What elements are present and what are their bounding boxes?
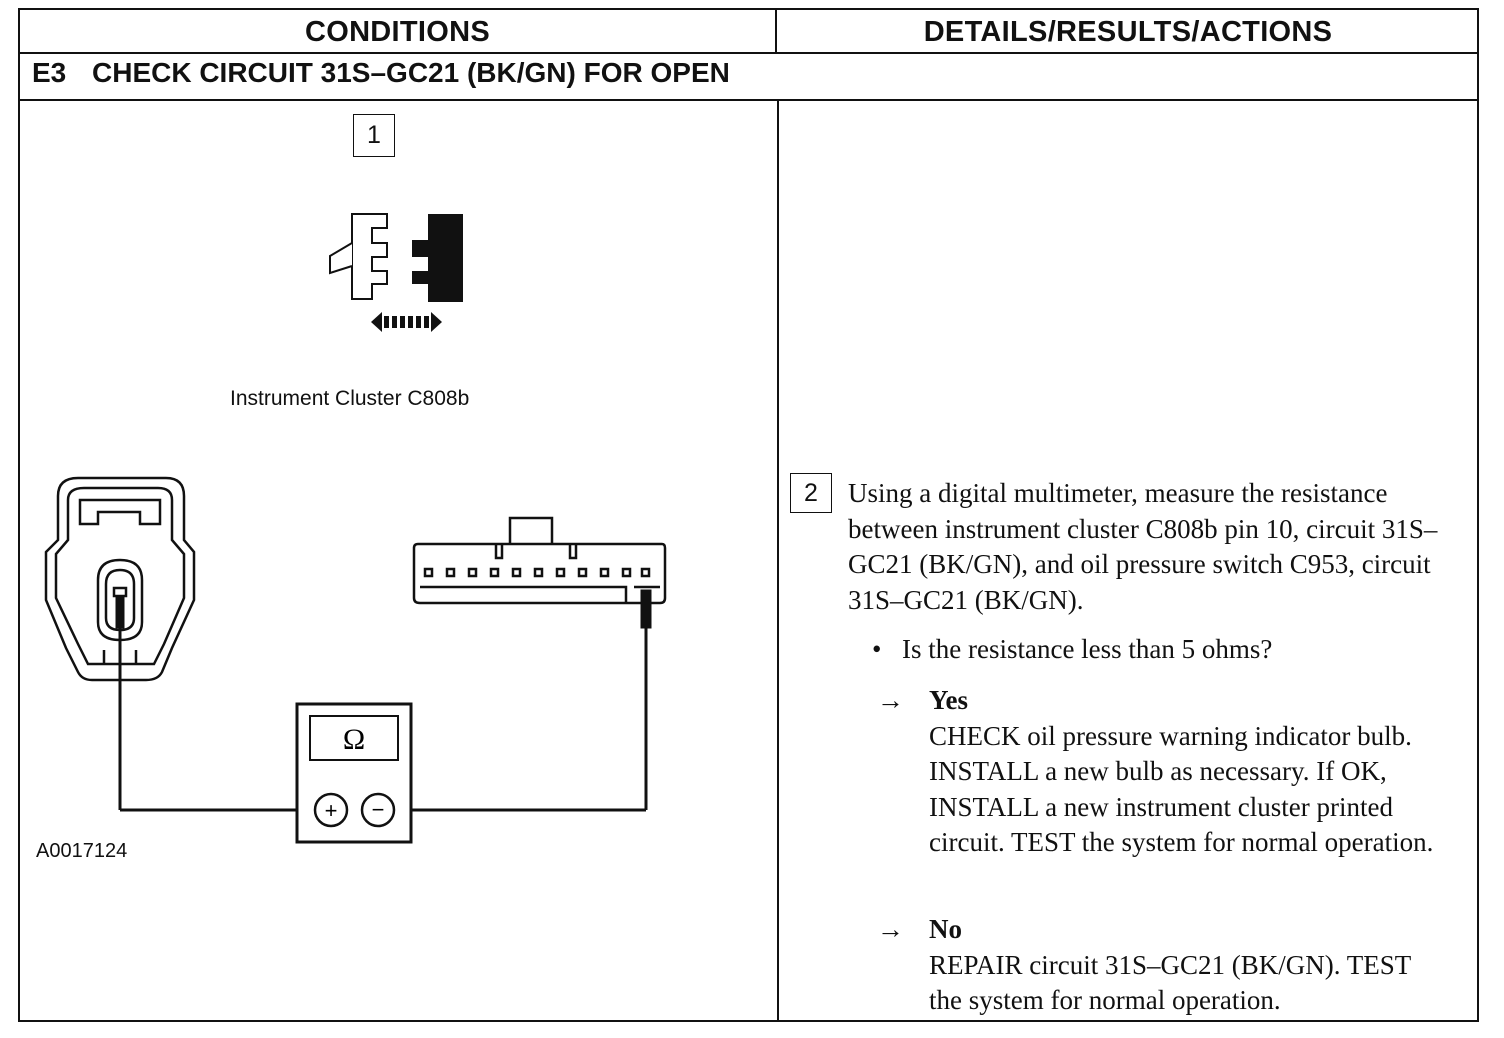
connector-label: Instrument Cluster C808b (230, 387, 470, 410)
question-text: Is the resistance less than 5 ohms? (902, 634, 1273, 664)
no-branch: → No REPAIR circuit 31S–GC21 (BK/GN). TE… (877, 912, 1429, 1019)
title-divider (20, 99, 1477, 101)
connector-disconnect-icon (329, 213, 388, 300)
oil-pressure-switch-connector-icon (44, 476, 196, 682)
meter-minus-symbol: − (372, 797, 385, 822)
conditions-header: CONDITIONS (20, 10, 777, 54)
bullet-icon: • (872, 634, 882, 664)
yes-content: Yes CHECK oil pressure warning indicator… (929, 683, 1459, 861)
question-row: • Is the resistance less than 5 ohms? (872, 632, 1452, 668)
step-1-box: 1 (353, 114, 395, 157)
instruction-text: Using a digital multimeter, measure the … (848, 478, 1438, 615)
test-leads (115, 589, 652, 812)
step-2-box: 2 (790, 473, 832, 513)
no-label: No (929, 914, 962, 944)
connector-mating-half-icon (412, 214, 463, 302)
yes-action: CHECK oil pressure warning indicator bul… (929, 720, 1434, 858)
details-header: DETAILS/RESULTS/ACTIONS (923, 15, 1333, 48)
yes-label: Yes (929, 685, 968, 715)
column-divider (777, 99, 779, 1020)
instrument-cluster-connector-icon (412, 516, 667, 605)
figure-id: A0017124 (36, 840, 128, 862)
no-action: REPAIR circuit 31S–GC21 (BK/GN). TEST th… (929, 949, 1411, 1016)
double-arrow-icon (371, 312, 442, 332)
yes-branch: → Yes CHECK oil pressure warning indicat… (877, 683, 1459, 861)
meter-ohm-symbol: Ω (343, 723, 365, 756)
header-divider (20, 52, 1477, 54)
multimeter-icon (295, 702, 413, 844)
step-title: E3 CHECK CIRCUIT 31S–GC21 (BK/GN) FOR OPE… (32, 57, 730, 89)
step-code: E3 (32, 57, 67, 88)
meter-plus-symbol: + (325, 798, 338, 823)
no-content: No REPAIR circuit 31S–GC21 (BK/GN). TEST… (929, 912, 1429, 1019)
step-title-text: CHECK CIRCUIT 31S–GC21 (BK/GN) FOR OPEN (92, 57, 730, 88)
no-arrow-icon: → (877, 914, 904, 944)
yes-arrow-icon: → (877, 685, 904, 715)
